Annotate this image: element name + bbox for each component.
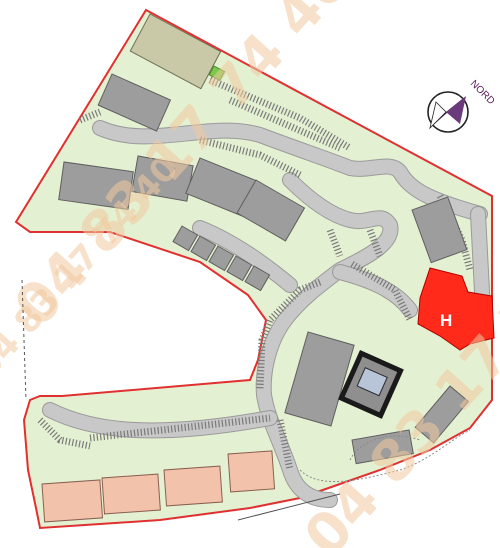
building-i <box>414 385 470 444</box>
buildings <box>58 73 470 465</box>
building-j <box>351 429 414 465</box>
scale-line <box>237 493 341 521</box>
hospital-building: H <box>417 267 495 351</box>
building-rose-2 <box>101 473 161 515</box>
building-f3 <box>208 245 235 272</box>
footpath <box>299 429 471 482</box>
footpath-lake <box>349 435 421 461</box>
green-square <box>208 65 226 82</box>
building-f4 <box>226 255 253 282</box>
boundary-marker <box>21 279 27 401</box>
building-f2 <box>190 235 217 262</box>
building-rose-3 <box>163 465 223 507</box>
parking-areas <box>37 76 474 471</box>
building-rose-1 <box>41 479 104 523</box>
hospital-label: H <box>440 311 452 330</box>
building-e <box>236 179 306 242</box>
building-g <box>411 196 468 264</box>
north-arrow-icon <box>427 91 469 133</box>
building-top-olive <box>129 13 222 90</box>
building-h <box>284 331 355 427</box>
building-framed <box>338 350 404 419</box>
building-a <box>97 73 172 132</box>
buildings-highlighted <box>41 450 276 523</box>
building-b <box>58 161 134 210</box>
building-rose-4 <box>227 450 276 493</box>
north-label: NORD <box>468 78 497 107</box>
building-f5 <box>244 265 271 292</box>
building-f1 <box>172 225 199 252</box>
